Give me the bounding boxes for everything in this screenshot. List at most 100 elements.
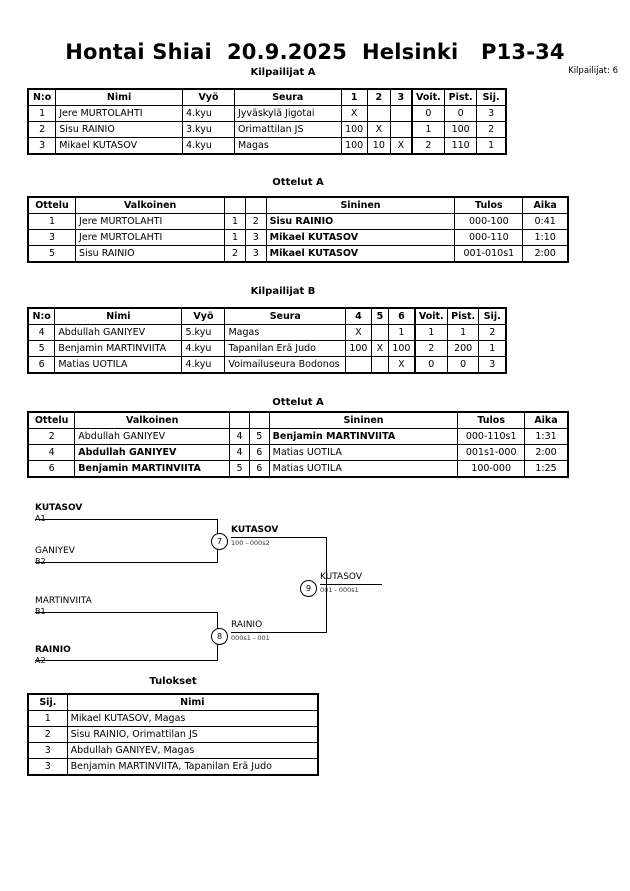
cell-name: Mikael KUTASOV <box>55 137 183 154</box>
cell-blue: Mikael KUTASOV <box>265 229 456 246</box>
cell-white-no: 2 <box>224 245 246 262</box>
matches-a-table: Ottelu Valkoinen Sininen Tulos Aika 1 Je… <box>27 197 568 262</box>
table-row: 4 Abdullah GANIYEV 4 6 Matias UOTILA 001… <box>27 444 568 461</box>
cell-match: 1 <box>27 213 77 230</box>
cell-match: 6 <box>27 460 76 477</box>
bracket-match-number: 8 <box>211 628 228 645</box>
th-blue-no <box>248 412 270 429</box>
bracket-winner-name: RAINIO <box>231 620 263 630</box>
cell-m4: X <box>345 324 372 341</box>
bracket-final-winner-score: 001 - 000s1 <box>320 586 359 594</box>
th-club: Seura <box>233 89 342 106</box>
cell-wins: 2 <box>410 137 446 154</box>
cell-m6: 1 <box>388 324 416 341</box>
table-row: 2 Abdullah GANIYEV 4 5 Benjamin MARTINVI… <box>27 428 568 445</box>
bracket-winner-score: 000s1 - 001 <box>231 634 270 642</box>
th-white: Valkoinen <box>74 412 231 429</box>
cell-m3: X <box>389 137 413 154</box>
th-time: Aika <box>522 197 568 214</box>
cell-m5: X <box>370 340 390 357</box>
cell-time: 2:00 <box>522 245 568 262</box>
cell-match: 3 <box>27 229 77 246</box>
bracket-entry-name: RAINIO <box>35 645 71 655</box>
bracket-winner-name: KUTASOV <box>231 525 279 535</box>
cell-rank: 3 <box>28 758 68 775</box>
cell-blue: Mikael KUTASOV <box>265 245 456 262</box>
cell-m2: X <box>366 121 391 138</box>
cell-wins: 1 <box>410 121 446 138</box>
cell-m1: X <box>340 105 368 122</box>
cell-blue-no: 2 <box>244 213 267 230</box>
cell-m5 <box>370 356 390 373</box>
cell-name: Benjamin MARTINVIITA, Tapanilan Erä Judo <box>66 758 319 775</box>
cell-rank: 1 <box>478 340 506 357</box>
table-header-row: Ottelu Valkoinen Sininen Tulos Aika <box>27 197 568 214</box>
bracket-line <box>35 612 218 613</box>
cell-white: Benjamin MARTINVIITA <box>74 460 231 477</box>
cell-time: 2:00 <box>524 444 568 461</box>
cell-club: Jyväskylä Jigotai <box>233 105 342 122</box>
table-row: 2 Sisu RAINIO 3.kyu Orimattilan JS 100 X… <box>27 121 506 138</box>
cell-m3 <box>389 121 413 138</box>
th-points: Pist. <box>444 89 478 106</box>
cell-wins: 2 <box>413 340 448 357</box>
cell-m2 <box>366 105 391 122</box>
cell-time: 1:10 <box>522 229 568 246</box>
bracket-line <box>35 519 218 520</box>
cell-m6: 100 <box>388 340 416 357</box>
bracket-line <box>35 562 218 563</box>
cell-m6: X <box>388 356 416 373</box>
th-m2: 2 <box>366 89 391 106</box>
table-row: 2 Sisu RAINIO, Orimattilan JS <box>28 726 319 743</box>
bracket-entry-seed: B2 <box>35 557 46 566</box>
pool-a-table: N:o Nimi Vyö Seura 1 2 3 Voit. Pist. Sij… <box>27 89 506 154</box>
cell-match: 4 <box>27 444 76 461</box>
th-belt: Vyö <box>181 308 226 325</box>
cell-club: Magas <box>224 324 347 341</box>
cell-name: Benjamin MARTINVIITA <box>54 340 183 357</box>
cell-white-no: 1 <box>224 229 246 246</box>
cell-points: 1 <box>446 324 480 341</box>
table-row: 5 Sisu RAINIO 2 3 Mikael KUTASOV 001-010… <box>27 245 568 262</box>
cell-blue-no: 3 <box>244 245 267 262</box>
cell-white: Abdullah GANIYEV <box>74 444 231 461</box>
cell-white-no: 4 <box>229 444 250 461</box>
cell-white: Sisu RAINIO <box>75 245 226 262</box>
bracket-winner-score: 100 - 000s2 <box>231 539 270 547</box>
cell-wins: 1 <box>413 324 448 341</box>
cell-result: 000-100 <box>454 213 524 230</box>
cell-match: 5 <box>27 245 77 262</box>
table-header-row: N:o Nimi Vyö Seura 1 2 3 Voit. Pist. Sij… <box>27 89 506 106</box>
th-club: Seura <box>224 308 347 325</box>
th-no: N:o <box>27 308 56 325</box>
cell-white-no: 4 <box>229 428 250 445</box>
cell-rank: 2 <box>28 726 68 743</box>
th-white: Valkoinen <box>75 197 226 214</box>
cell-m1: 100 <box>340 121 368 138</box>
cell-belt: 4.kyu <box>181 105 235 122</box>
th-result: Tulos <box>457 412 525 429</box>
cell-points: 110 <box>444 137 478 154</box>
th-no: N:o <box>27 89 57 106</box>
matches-a-caption: Ottelut A <box>272 177 324 188</box>
cell-no: 2 <box>27 121 57 138</box>
cell-white-no: 5 <box>229 460 250 477</box>
th-blue: Sininen <box>265 197 456 214</box>
cell-blue-no: 5 <box>248 428 270 445</box>
cell-name: Abdullah GANIYEV, Magas <box>66 742 319 759</box>
pool-b-caption: Kilpailijat B <box>250 286 316 297</box>
bracket-entry-seed: A1 <box>35 514 46 523</box>
cell-blue: Matias UOTILA <box>268 460 459 477</box>
th-match: Ottelu <box>27 197 77 214</box>
cell-blue-no: 3 <box>244 229 267 246</box>
competitor-count: Kilpailijat: 6 <box>568 66 618 76</box>
cell-rank: 2 <box>476 121 506 138</box>
cell-name: Sisu RAINIO, Orimattilan JS <box>66 726 319 743</box>
cell-rank: 3 <box>478 356 506 373</box>
table-header-row: Ottelu Valkoinen Sininen Tulos Aika <box>27 412 568 429</box>
bracket-entry-name: GANIYEV <box>35 546 75 556</box>
cell-points: 100 <box>444 121 478 138</box>
bracket-line <box>231 537 327 538</box>
th-wins: Voit. <box>410 89 446 106</box>
th-m5: 5 <box>370 308 390 325</box>
